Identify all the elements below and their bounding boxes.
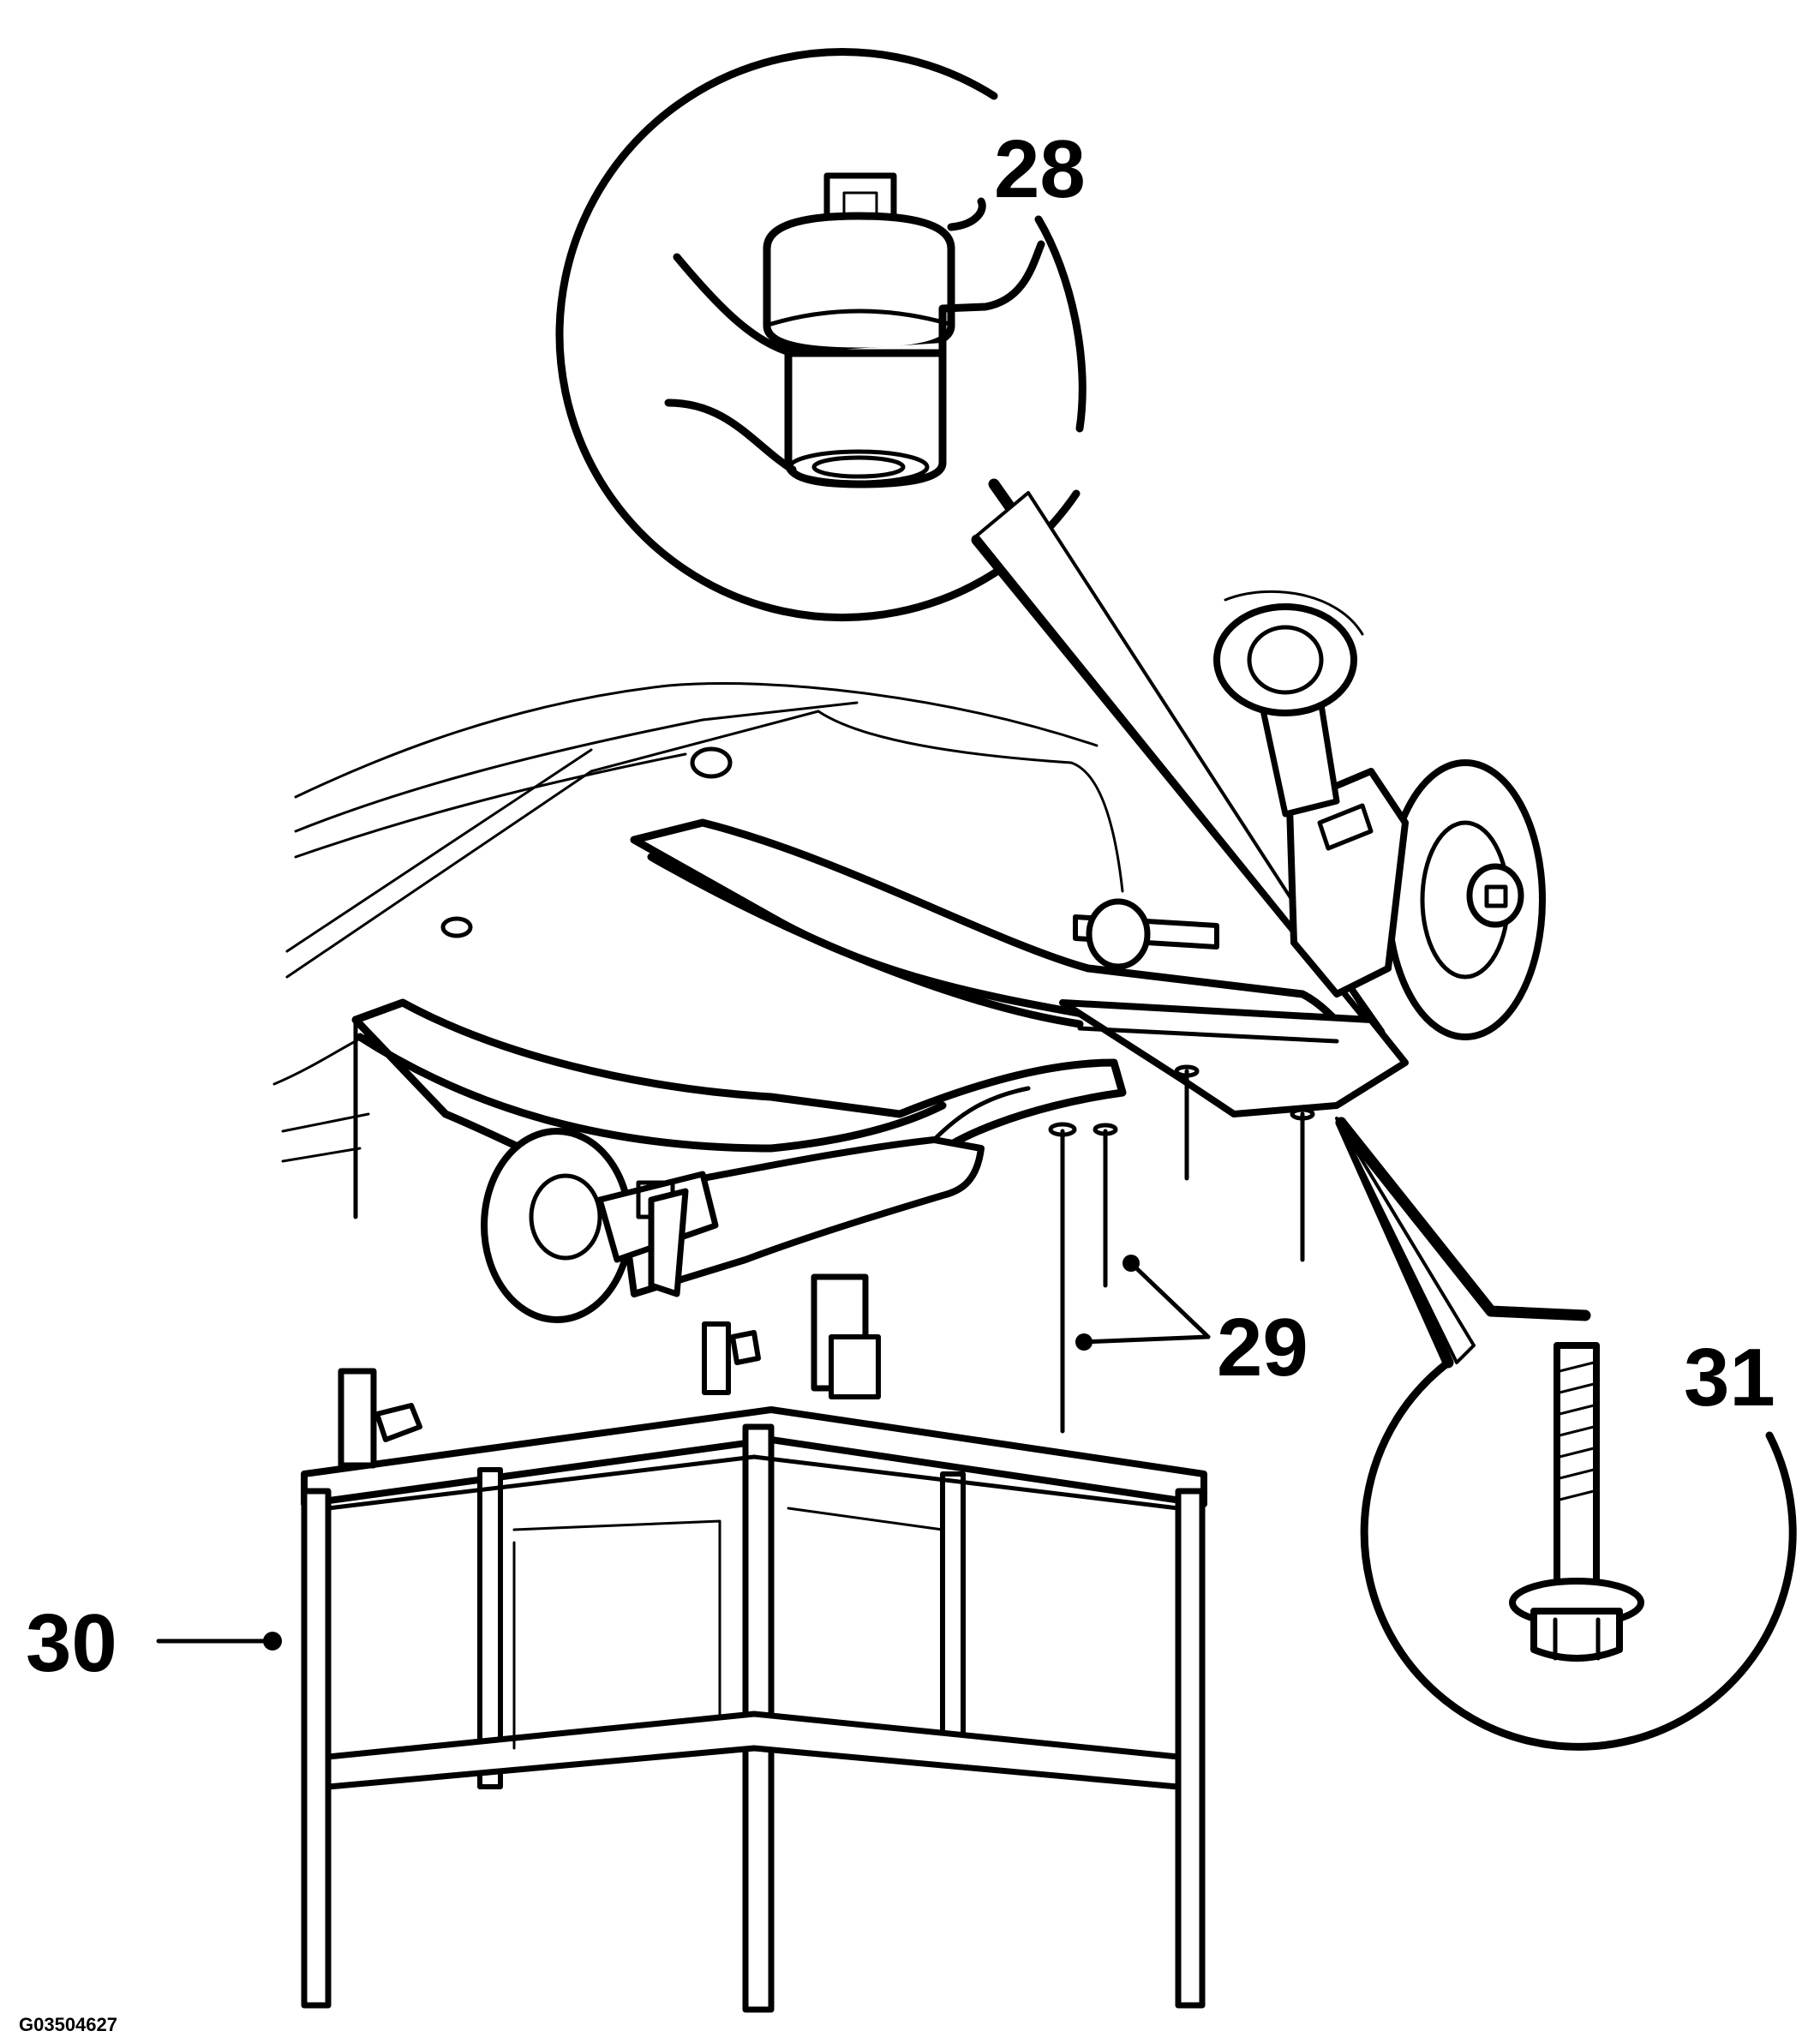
right-wheel-hub bbox=[1213, 590, 1546, 1040]
detail-circle-28 bbox=[555, 48, 1386, 1039]
left-wheel-hub bbox=[481, 1128, 719, 1323]
underbody-illustration bbox=[272, 590, 1546, 1434]
detail-circle-31 bbox=[1335, 1117, 1797, 1751]
support-stand bbox=[301, 1273, 1207, 2013]
bushing-illustration bbox=[664, 172, 1045, 488]
figure-code: G03504627 bbox=[19, 2014, 117, 2035]
leader-dot-30 bbox=[263, 1632, 282, 1651]
callout-31: 31 bbox=[1684, 1332, 1775, 1423]
bolt-illustration bbox=[1509, 1342, 1644, 1662]
callout-29: 29 bbox=[1217, 1302, 1308, 1393]
callout-30: 30 bbox=[26, 1597, 117, 1689]
callout-28: 28 bbox=[994, 123, 1086, 215]
callout-leaders bbox=[156, 1255, 1211, 1651]
